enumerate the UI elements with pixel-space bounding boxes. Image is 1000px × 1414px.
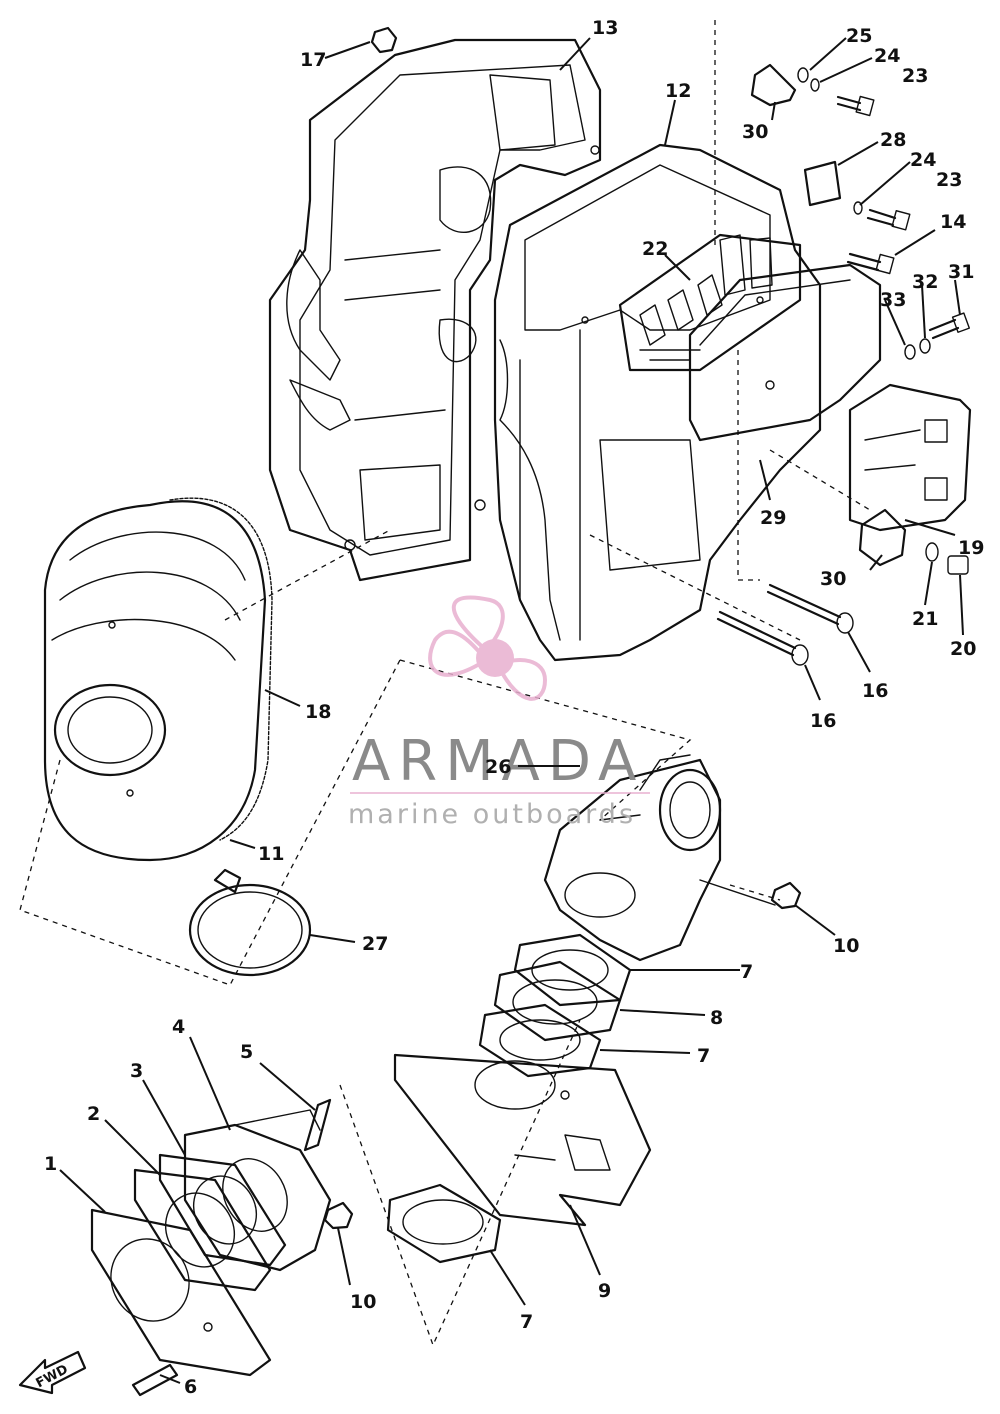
watermark-logo: [428, 595, 548, 701]
part-label-17: 17: [300, 49, 326, 71]
gasket-1: [90, 1208, 272, 1377]
part-label-23-lower: 23: [936, 169, 962, 191]
part-label-27: 27: [362, 933, 388, 955]
part-label-7-c: 7: [520, 1311, 533, 1333]
part-label-29: 29: [760, 507, 786, 529]
propeller-blade-2: [428, 629, 489, 677]
nut-17: [370, 26, 398, 54]
plate-28: [803, 160, 842, 207]
part-label-9: 9: [598, 1280, 611, 1302]
part-number-labels: 17 13 12 25 24 23 30 28 24 23 14 22 31 3…: [44, 17, 984, 1398]
part-label-6: 6: [184, 1376, 197, 1398]
nut-10-lower: [323, 1201, 354, 1230]
washer-25: [797, 67, 809, 83]
part-label-24-upper: 24: [874, 45, 900, 67]
bolt-14: [846, 252, 895, 275]
electrical-box-outline: [618, 233, 802, 372]
watermark-brand: ARMADA: [352, 729, 644, 794]
assembly-lines: [19, 20, 871, 1347]
part-label-25: 25: [846, 25, 872, 47]
seal-outline: [169, 497, 273, 841]
gasket-3: [158, 1153, 287, 1267]
part-label-11: 11: [258, 843, 284, 865]
washer-32: [919, 338, 931, 354]
carburetor-outline: [543, 754, 776, 962]
clip-30-upper: [750, 63, 797, 107]
part-label-23-upper: 23: [902, 65, 928, 87]
washer-24-lower: [853, 201, 863, 215]
part-label-1: 1: [44, 1153, 57, 1175]
part-label-8: 8: [710, 1007, 723, 1029]
part-label-14: 14: [940, 211, 966, 233]
part-label-32: 32: [912, 271, 938, 293]
propeller-blade-3: [495, 658, 548, 701]
plate-2: [133, 1168, 272, 1292]
spacer-8: [493, 960, 622, 1042]
stud-6: [131, 1363, 179, 1397]
part-label-22: 22: [642, 238, 668, 260]
part-label-7-b: 7: [697, 1045, 710, 1067]
silencer-front-outline: [43, 500, 267, 862]
part-label-20: 20: [950, 638, 976, 660]
heat-shield-9: [393, 1053, 652, 1227]
part-label-31: 31: [948, 261, 974, 283]
part-label-13: 13: [592, 17, 618, 39]
silencer-cover-outline: [268, 38, 602, 582]
propeller-blade-1: [451, 595, 505, 653]
part-label-10-lower: 10: [350, 1291, 376, 1313]
part-label-10-upper: 10: [833, 935, 859, 957]
part-label-30-upper: 30: [742, 121, 768, 143]
part-label-7-a: 7: [740, 961, 753, 983]
part-label-33: 33: [880, 289, 906, 311]
clip-30-lower: [858, 508, 907, 567]
gasket-7-c: [386, 1183, 502, 1264]
silencer-box-outline: [493, 143, 822, 662]
part-label-3: 3: [130, 1060, 143, 1082]
bolt-20: [947, 555, 969, 575]
part-label-19: 19: [958, 537, 984, 559]
manifold-4: [183, 1109, 332, 1272]
leader-lines: [59, 37, 964, 1384]
part-label-16-right: 16: [862, 680, 888, 702]
part-label-30-lower: 30: [820, 568, 846, 590]
part-label-18: 18: [305, 701, 331, 723]
bolt-23-upper: [836, 95, 875, 117]
part-label-24-lower: 24: [910, 149, 936, 171]
watermark-tagline: marine outboards: [348, 799, 636, 830]
bolts-16: [716, 583, 854, 666]
propeller-hub: [476, 639, 514, 677]
washer-21: [925, 542, 939, 562]
nut-10-upper: [770, 881, 802, 910]
module-cover-outline: [688, 263, 882, 442]
part-label-26: 26: [485, 756, 511, 778]
part-label-12: 12: [665, 80, 691, 102]
bolt-23-lower: [866, 208, 911, 231]
washer-33: [904, 344, 916, 360]
washer-24-upper: [810, 78, 820, 92]
part-label-2: 2: [87, 1103, 100, 1125]
bolt-31: [928, 312, 971, 340]
part-label-16-left: 16: [810, 710, 836, 732]
part-label-4: 4: [172, 1016, 185, 1038]
pin-5: [303, 1098, 332, 1152]
part-label-21: 21: [912, 608, 938, 630]
part-label-28: 28: [880, 129, 906, 151]
hose-clamp-outline: [188, 868, 312, 977]
part-label-5: 5: [240, 1041, 253, 1063]
bracket-outline: [848, 383, 972, 532]
forward-arrow-icon: FWD: [18, 1350, 87, 1395]
